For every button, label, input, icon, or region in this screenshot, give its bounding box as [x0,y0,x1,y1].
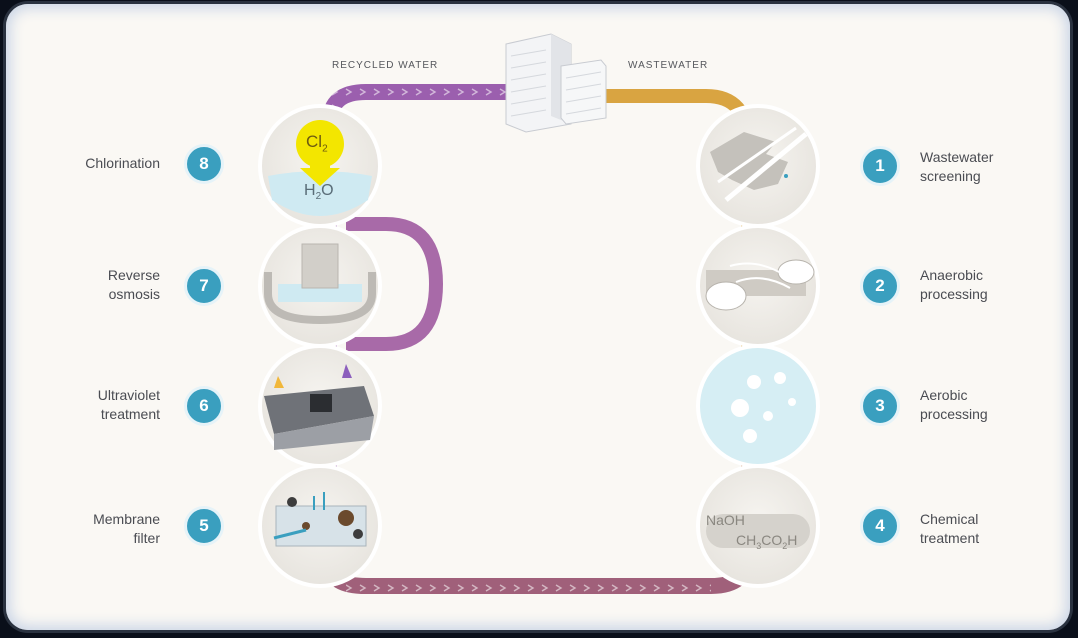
step-5-badge: 5 [184,506,224,546]
aerobic-circle [696,344,820,468]
step-1-badge: 1 [860,146,900,186]
process-diagram [258,33,820,594]
step-8-badge: 8 [184,144,224,184]
acetic-acid-formula: CH3CO2H [736,532,798,551]
ultraviolet-circle [258,344,382,468]
step-6-badge: 6 [184,386,224,426]
screening-circle [696,104,820,228]
ro-loop-pipe [346,217,444,351]
water-formula: H2O [304,182,334,203]
chlorine-formula: Cl2 [306,132,328,155]
membrane-filter-circle [258,464,382,588]
chemical-circle [696,464,820,588]
step-2-badge: 2 [860,266,900,306]
city-building-icon [505,33,607,133]
step-7-badge: 7 [184,266,224,306]
diagram-frame: Cl2 H2O NaOH CH3CO2H RECYCLED WATER WAST… [6,4,1070,630]
chlorination-circle [258,104,382,228]
step-3-badge: 3 [860,386,900,426]
step-4-badge: 4 [860,506,900,546]
naoh-formula: NaOH [706,512,745,528]
anaerobic-circle [696,224,820,348]
wastewater-label: WASTEWATER [628,60,709,71]
reverse-osmosis-circle [258,224,382,348]
recycled-water-label: RECYCLED WATER [332,60,439,71]
step-8-label: Chlorination [85,155,160,171]
